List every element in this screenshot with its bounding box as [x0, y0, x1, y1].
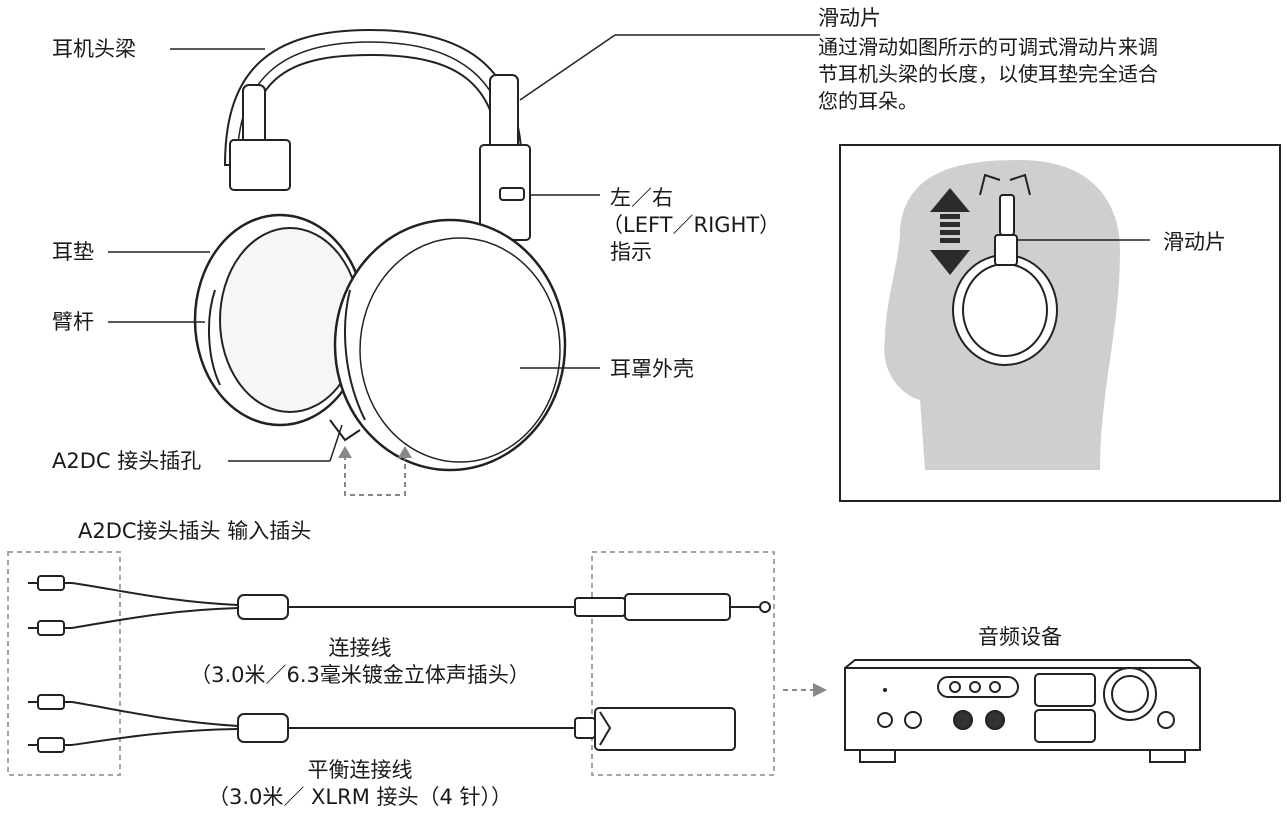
- slider-desc-line1: 通过滑动如图所示的可调式滑动片来调: [818, 35, 1158, 59]
- callout-lines-right: [519, 34, 820, 369]
- standard-cable: [28, 575, 771, 636]
- slider-title: 滑动片: [818, 6, 881, 30]
- plug-group-dashed-boxes: [7, 551, 775, 776]
- standard-cable-name: 连接线: [328, 636, 392, 660]
- jack-label: A2DC 接头插孔: [52, 449, 202, 473]
- headband-label: 耳机头梁: [52, 37, 136, 61]
- balanced-cable-spec: （3.0米／ XLRM 接头（4 针））: [207, 785, 513, 809]
- inset-slider-label: 滑动片: [1163, 230, 1226, 254]
- audio-device: [844, 659, 1201, 763]
- inset-headphone: [952, 173, 1058, 366]
- jack-connection-arrows: [344, 455, 406, 496]
- slider-desc-line3: 您的耳朵。: [818, 89, 918, 113]
- balanced-cable: [28, 694, 736, 753]
- arrow-up-left: [338, 446, 352, 458]
- indicator-label-line2: （LEFT／RIGHT）: [602, 213, 781, 237]
- indicator-label-line3: 指示: [610, 240, 652, 264]
- slider-desc-line2: 节耳机头梁的长度，以使耳垫完全适合: [818, 62, 1158, 86]
- standard-cable-spec: （3.0米／6.3毫米镀金立体声插头）: [190, 663, 530, 687]
- arrow-up-right: [398, 446, 412, 458]
- slide-arrow-icon: [930, 188, 970, 275]
- housing-label: 耳罩外壳: [610, 357, 694, 381]
- balanced-cable-name: 平衡连接线: [307, 758, 413, 782]
- indicator-label-line1: 左／右: [610, 186, 673, 210]
- plug-caption: A2DC接头插头 输入插头: [78, 519, 312, 543]
- device-label: 音频设备: [978, 625, 1062, 649]
- earpad-label: 耳垫: [52, 240, 94, 264]
- callout-lines-left: [108, 48, 343, 462]
- headphone-illustration: [193, 28, 567, 472]
- arm-label: 臂杆: [52, 310, 94, 334]
